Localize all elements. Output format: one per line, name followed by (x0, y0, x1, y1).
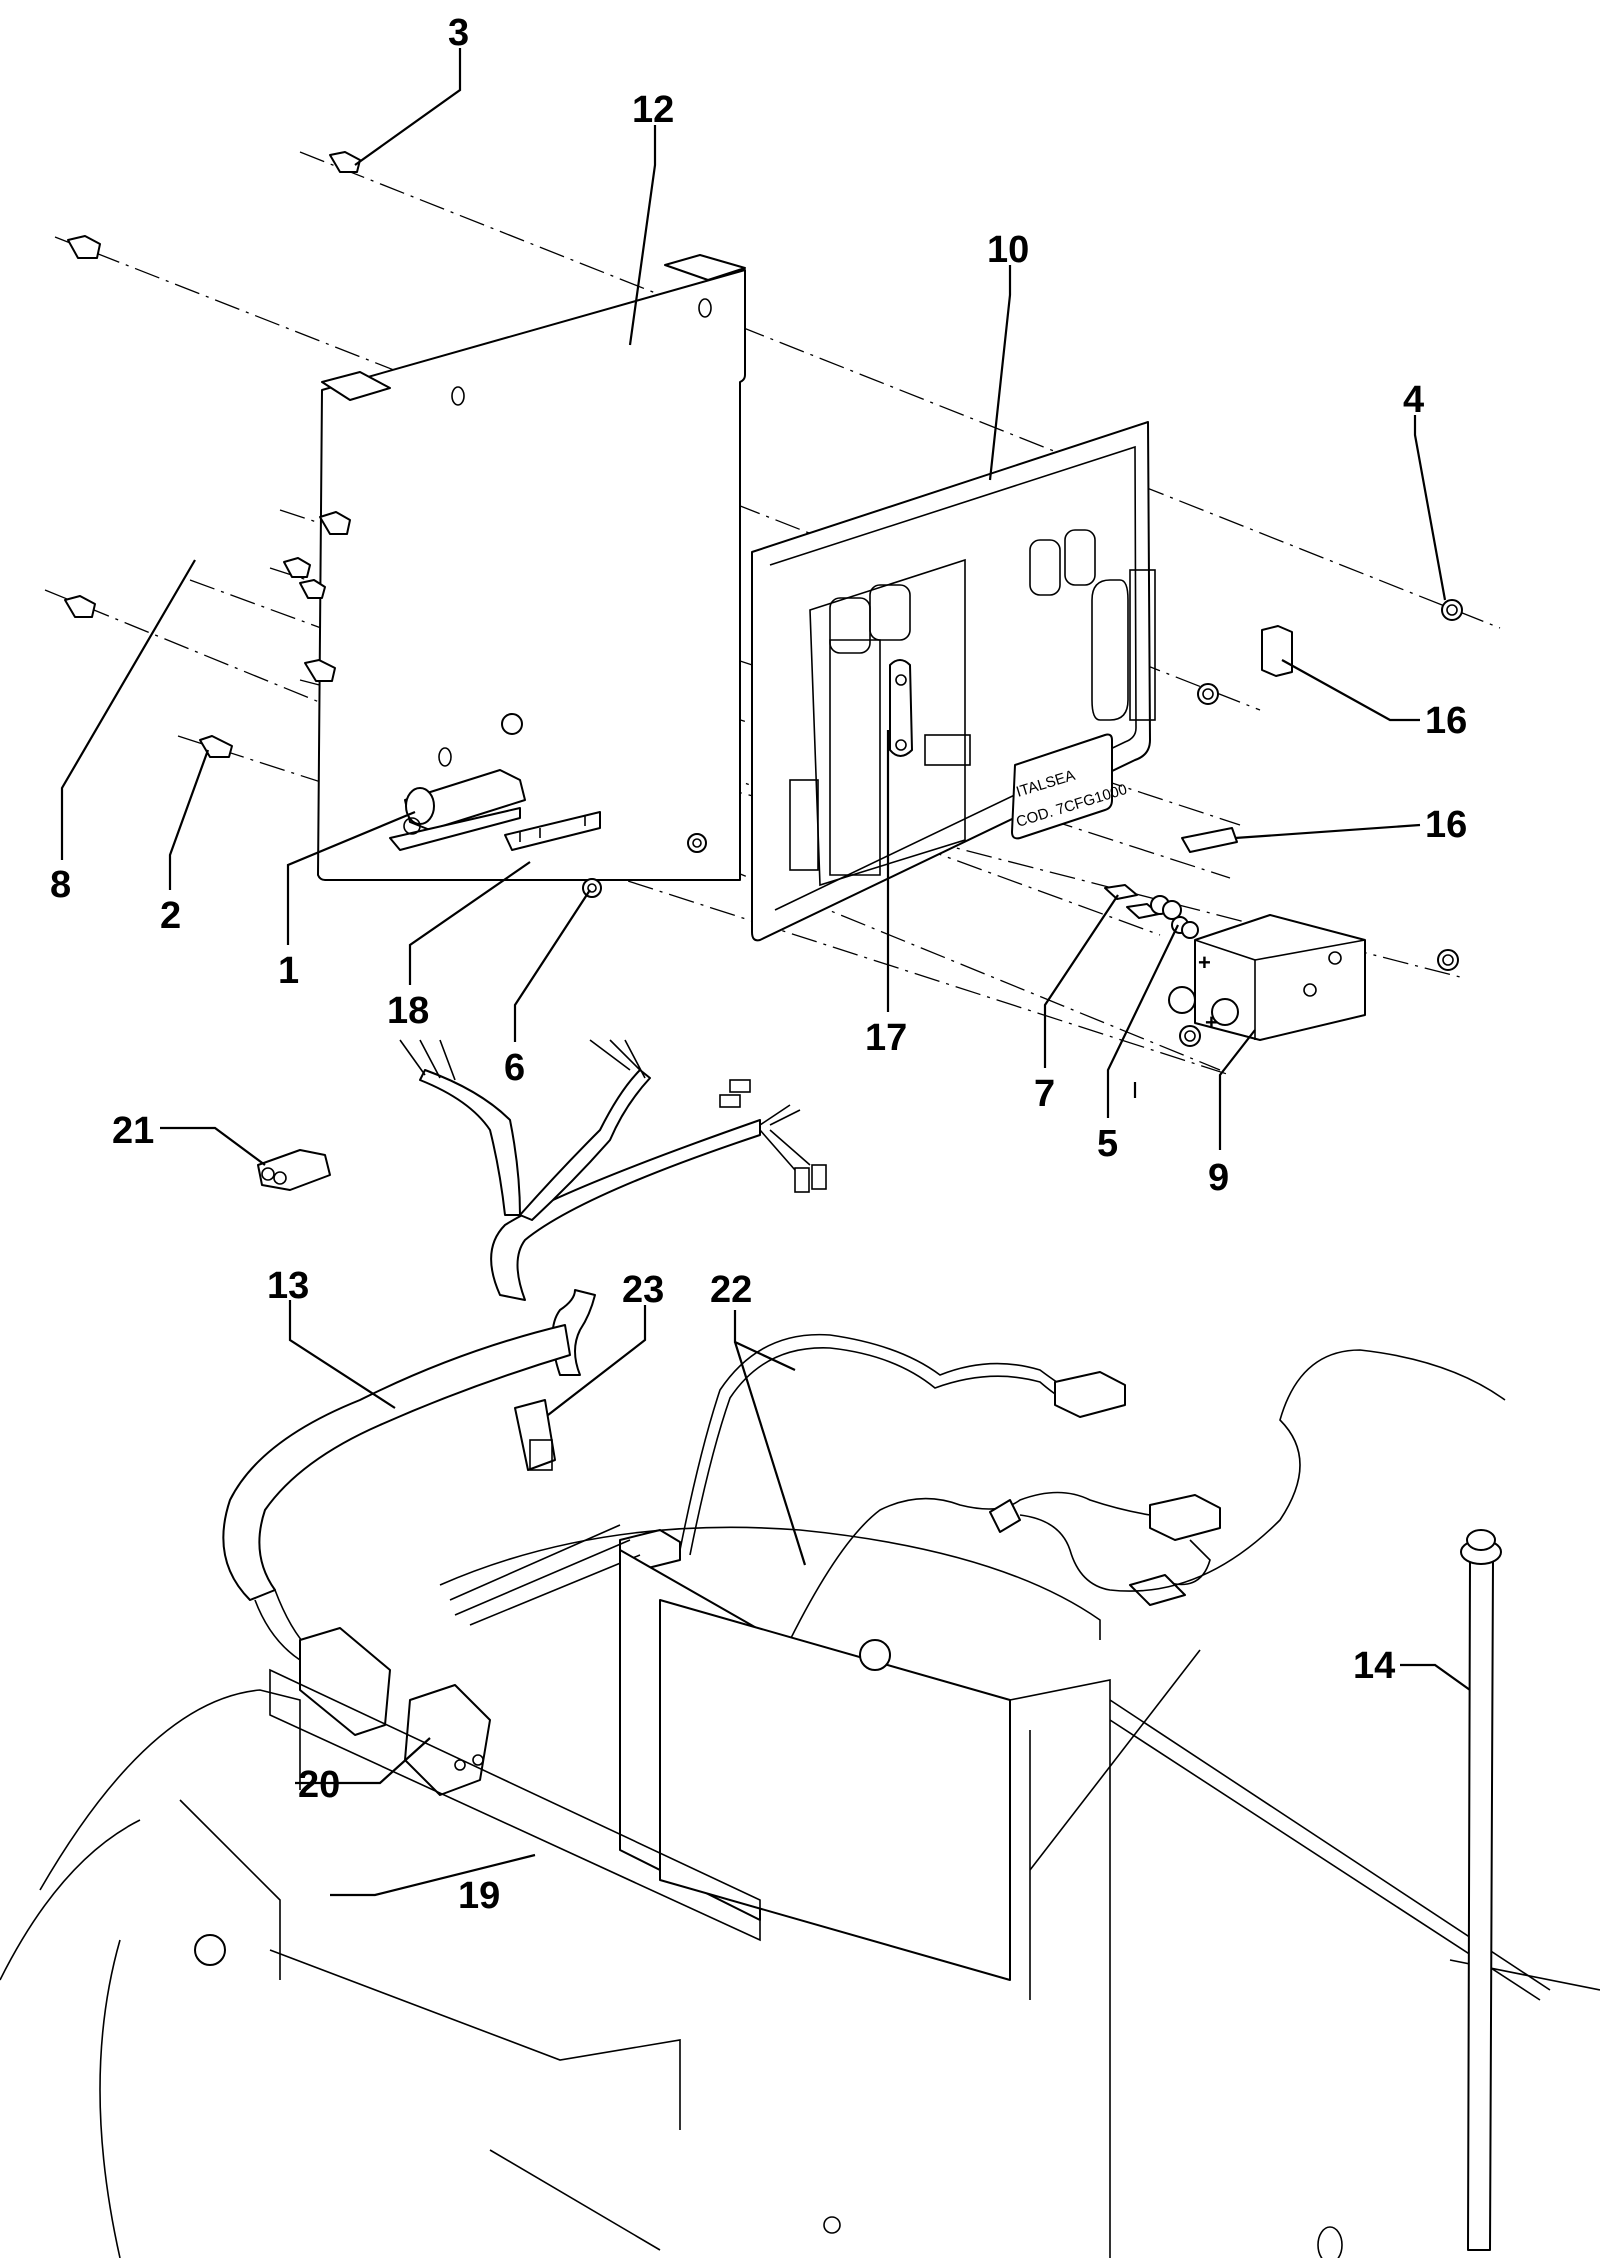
nuts (582, 599, 1463, 1047)
callout-16-upper: 16 (1425, 700, 1467, 742)
nut (687, 833, 707, 853)
part-6-nut (582, 878, 602, 898)
part-23-connector (514, 1399, 556, 1471)
positive-terminal-sign-2: + (1205, 1010, 1218, 1035)
screw (64, 595, 96, 618)
callout-23: 23 (622, 1269, 664, 1311)
callout-10: 10 (987, 229, 1029, 271)
part-9-relay: + + (1168, 914, 1366, 1041)
callout-labels: 3 12 10 4 16 16 8 2 1 18 6 17 7 5 9 21 1… (50, 12, 1467, 1917)
positive-terminal-sign: + (1198, 950, 1211, 975)
callout-5: 5 (1097, 1123, 1118, 1165)
part-3-screw (329, 151, 361, 173)
part-10-controller-housing: ITALSEA COD. 7CFG1000 (751, 421, 1156, 942)
part-20-battery-connector (299, 1627, 491, 1796)
callout-19: 19 (458, 1875, 500, 1917)
part-1-switch (389, 713, 526, 851)
part-16-fuse-upper (1261, 625, 1293, 677)
part-16-fuse-lower (1181, 827, 1238, 853)
part-14-probe-rod (1460, 1529, 1502, 2251)
screws (64, 151, 361, 758)
callout-20: 20 (298, 1764, 340, 1806)
callout-8: 8 (50, 864, 71, 906)
callout-2: 2 (160, 895, 181, 937)
part-2-screw (199, 735, 233, 758)
part-5-washers (1150, 895, 1199, 939)
callout-14: 14 (1353, 1645, 1395, 1687)
part-4-nut (1441, 599, 1463, 621)
screw (319, 511, 351, 535)
screw (304, 659, 336, 682)
callout-3: 3 (448, 12, 469, 54)
part-21-connector (257, 1149, 331, 1191)
screw (67, 235, 101, 259)
callout-16-lower: 16 (1425, 804, 1467, 846)
callout-7: 7 (1034, 1073, 1055, 1115)
nut (1437, 949, 1459, 971)
callout-4: 4 (1403, 379, 1424, 421)
part-17-cable-clip (889, 659, 913, 757)
screw (299, 579, 326, 599)
nut (1179, 1025, 1201, 1047)
part-18-shim (504, 811, 601, 851)
callout-6: 6 (504, 1047, 525, 1089)
nameplate: ITALSEA COD. 7CFG1000 (1011, 733, 1129, 840)
leader-lines (60, 48, 1471, 1897)
part-12-mounting-bracket (317, 254, 746, 881)
callout-13: 13 (267, 1265, 309, 1307)
callout-22: 22 (710, 1269, 752, 1311)
callout-12: 12 (632, 89, 674, 131)
callout-18: 18 (387, 990, 429, 1032)
callout-17: 17 (865, 1017, 907, 1059)
nut (1197, 683, 1219, 705)
part-8-screw (283, 557, 311, 578)
callout-21: 21 (112, 1110, 154, 1152)
callout-9: 9 (1208, 1157, 1229, 1199)
part-19-battery-compartment (0, 1349, 1600, 2258)
callout-1: 1 (278, 950, 299, 992)
